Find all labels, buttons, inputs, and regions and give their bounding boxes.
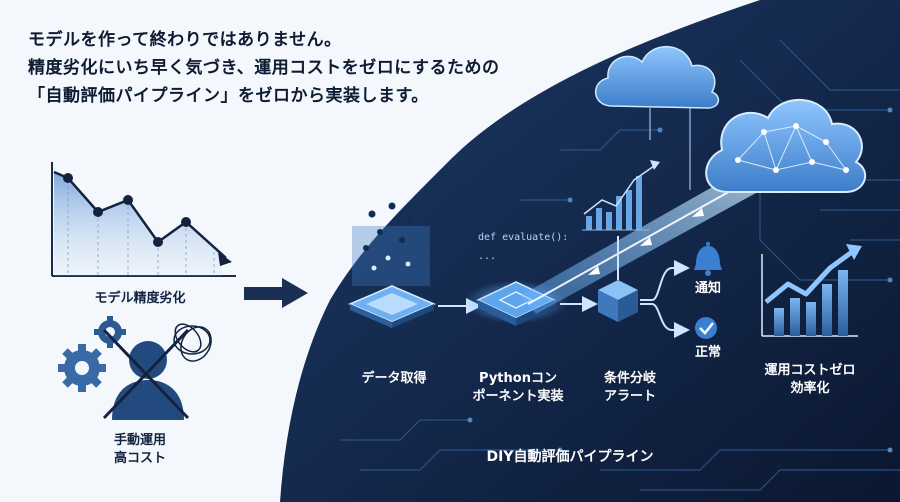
step-data-acquisition-label: データ取得 bbox=[361, 371, 427, 386]
result-label: 運用コストゼロ 効率化 bbox=[750, 362, 870, 398]
pipeline-title: DIY自動評価パイプライン bbox=[486, 449, 654, 465]
headline-line-1: モデルを作って終わりではありません。 bbox=[28, 30, 342, 50]
manual-ops-label: 手動運用 高コスト bbox=[90, 432, 190, 468]
code-line-1: def evaluate(): bbox=[478, 232, 569, 243]
result-label-line-2: 効率化 bbox=[790, 381, 830, 396]
step-condition-alert-label: 条件分岐 アラート bbox=[590, 370, 670, 406]
code-snippet: def evaluate(): ... bbox=[478, 232, 568, 262]
headline-line-2: 精度劣化にいち早く気づき、運用コストをゼロにするための bbox=[28, 58, 500, 78]
step-python-line-1: Pythonコン bbox=[479, 371, 557, 386]
branch-arrows bbox=[617, 236, 690, 338]
data-acquisition-icon bbox=[348, 202, 436, 328]
notify-label: 通知 bbox=[694, 281, 721, 296]
step-condition-line-1: 条件分岐 bbox=[603, 371, 656, 386]
mini-growth-chart bbox=[582, 160, 660, 231]
degradation-chart bbox=[51, 162, 236, 277]
bell-icon bbox=[694, 242, 722, 276]
result-growth-chart bbox=[761, 244, 862, 337]
step-condition-line-2: アラート bbox=[603, 389, 656, 404]
manual-ops-illustration bbox=[58, 316, 212, 420]
manual-ops-label-line-2: 高コスト bbox=[113, 451, 166, 466]
step-python-component-label: Pythonコン ポーネント実装 bbox=[458, 370, 578, 406]
condition-cube-icon bbox=[598, 280, 638, 322]
degradation-label: モデル精度劣化 bbox=[94, 291, 186, 306]
headline-line-3: 「自動評価パイプライン」をゼロから実装します。 bbox=[28, 86, 429, 106]
manual-ops-label-line-1: 手動運用 bbox=[113, 433, 166, 448]
network-cloud-icon bbox=[705, 98, 867, 193]
check-icon bbox=[695, 317, 717, 339]
upper-cloud-icon bbox=[595, 46, 720, 190]
step-python-line-2: ポーネント実装 bbox=[472, 389, 564, 404]
normal-label: 正常 bbox=[694, 345, 721, 360]
headline: モデルを作って終わりではありません。 精度劣化にいち早く気づき、運用コストをゼロ… bbox=[28, 26, 588, 110]
result-label-line-1: 運用コストゼロ bbox=[764, 363, 856, 378]
flow-arrow bbox=[244, 278, 308, 308]
code-line-2: ... bbox=[478, 251, 497, 262]
